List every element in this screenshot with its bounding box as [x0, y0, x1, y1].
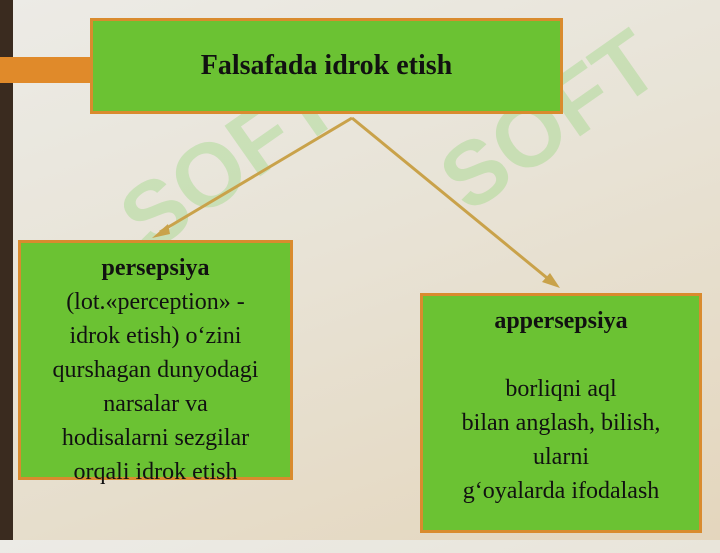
persepsiya-line: narsalar va [103, 391, 208, 417]
persepsiya-line: (lot.«perception» - [66, 289, 245, 315]
connector-lines [152, 116, 560, 288]
connector-left [159, 116, 353, 234]
appersepsiya-line: g‘oyalarda ifodalash [462, 478, 660, 504]
accent-tab [0, 57, 92, 83]
connector-right [351, 116, 553, 284]
title-box: Falsafada idrok etish [90, 18, 563, 114]
slide-left-bar [0, 0, 13, 540]
appersepsiya-box: appersepsiya borliqni aql bilan anglash,… [420, 293, 702, 533]
appersepsiya-line: borliqni aql [505, 376, 617, 402]
title-text: Falsafada idrok etish [200, 50, 453, 81]
persepsiya-line: hodisalarni sezgilar [61, 425, 250, 451]
persepsiya-heading: persepsiya [101, 255, 210, 281]
arrowhead-left [152, 224, 170, 238]
appersepsiya-heading: appersepsiya [494, 308, 628, 334]
appersepsiya-line: bilan anglash, bilish, [461, 410, 661, 436]
persepsiya-box: persepsiya (lot.«perception» - idrok eti… [18, 240, 293, 485]
appersepsiya-line: ularni [533, 444, 589, 470]
arrowhead-right [542, 273, 560, 288]
persepsiya-line: orqali idrok etish [73, 459, 238, 485]
persepsiya-line: idrok etish) o‘zini [69, 323, 242, 349]
persepsiya-line: qurshagan dunyodagi [52, 357, 259, 383]
